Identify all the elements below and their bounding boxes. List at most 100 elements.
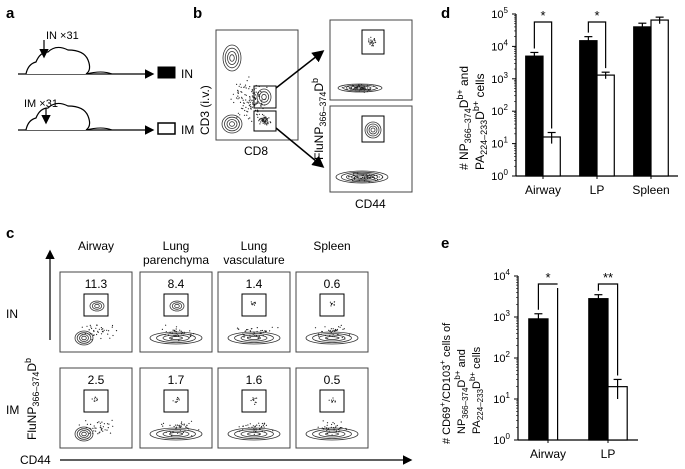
dot xyxy=(96,333,98,336)
dot xyxy=(376,87,378,89)
c-gate xyxy=(163,389,189,413)
dot xyxy=(261,103,263,105)
dot xyxy=(102,328,104,330)
pop-cd3-positive xyxy=(224,47,240,69)
dot xyxy=(237,328,239,330)
dot xyxy=(338,333,340,335)
significance-mark: * xyxy=(594,8,599,23)
dot xyxy=(246,101,248,103)
c-gate xyxy=(319,293,345,317)
dot xyxy=(264,98,266,100)
dot xyxy=(254,397,256,399)
c-flow-plot xyxy=(59,271,133,353)
dot xyxy=(251,99,253,101)
dot xyxy=(106,423,109,425)
y-tick-base: 10 xyxy=(491,41,503,53)
dot xyxy=(265,123,267,125)
dot xyxy=(96,399,98,402)
dot xyxy=(93,400,95,402)
dot xyxy=(251,426,253,428)
y-tick-base: 10 xyxy=(491,106,503,118)
c-flow-plot xyxy=(295,271,369,353)
y-tick-base: 10 xyxy=(491,139,503,151)
tet-plot-top xyxy=(329,19,413,101)
dot xyxy=(361,174,363,176)
dot xyxy=(350,87,352,89)
dot xyxy=(257,116,259,118)
mouse-in-tail-icon xyxy=(85,71,113,75)
dot xyxy=(252,303,254,305)
b-cd44-axis-label: CD44 xyxy=(355,197,386,211)
dot xyxy=(266,124,268,126)
dot xyxy=(181,433,183,435)
pop-cd3-positive xyxy=(227,51,237,65)
dot xyxy=(235,97,238,99)
dot xyxy=(376,175,378,177)
dot xyxy=(329,335,331,337)
route-im-label: IM ×31 xyxy=(24,98,58,110)
bar-in xyxy=(588,298,609,441)
dot xyxy=(241,97,243,100)
dot xyxy=(112,334,114,337)
dot xyxy=(368,40,370,42)
dot xyxy=(373,38,375,40)
dot xyxy=(362,177,364,179)
dot xyxy=(252,96,254,98)
c-tet-positive-pop xyxy=(169,300,185,312)
dot xyxy=(237,92,239,94)
dot xyxy=(246,114,248,116)
dot xyxy=(239,83,241,85)
dot xyxy=(249,96,251,98)
dot xyxy=(240,107,243,109)
dot xyxy=(100,327,102,329)
dot xyxy=(371,174,373,176)
dot xyxy=(198,429,200,431)
dot xyxy=(245,94,247,96)
dot xyxy=(237,95,239,97)
dot xyxy=(362,87,364,90)
dot xyxy=(252,334,254,336)
dot xyxy=(250,399,252,402)
dot xyxy=(254,98,257,100)
c-tet-negative-pop xyxy=(81,335,87,341)
dot xyxy=(249,423,251,425)
dot xyxy=(246,80,248,82)
dot xyxy=(230,98,232,100)
dot xyxy=(249,86,251,88)
dot xyxy=(266,120,268,122)
dot xyxy=(253,331,255,333)
dot xyxy=(259,332,261,334)
dot xyxy=(98,421,100,423)
dot xyxy=(259,119,261,121)
dot xyxy=(99,431,101,433)
dot xyxy=(265,119,267,121)
y-tick-exp: 2 xyxy=(506,350,511,359)
dot xyxy=(338,337,340,339)
dot xyxy=(254,403,256,405)
dot xyxy=(350,88,352,90)
dot xyxy=(331,399,333,401)
pop-cd8-iv-positive xyxy=(261,93,267,101)
pop-tet-positive-bottom xyxy=(370,127,376,133)
dot xyxy=(331,401,333,403)
dot xyxy=(183,423,185,425)
y-label-part: # CD69 xyxy=(441,407,453,444)
dot xyxy=(243,86,245,88)
dot xyxy=(239,114,241,116)
y-label-part: + xyxy=(438,360,447,365)
dot xyxy=(317,426,319,428)
c-tet-negative-pop xyxy=(76,428,92,440)
dot xyxy=(91,327,93,330)
dot xyxy=(254,94,256,96)
dot xyxy=(260,117,262,120)
dot xyxy=(246,329,248,331)
dot xyxy=(268,117,270,119)
dot xyxy=(258,96,261,98)
dot xyxy=(375,180,377,182)
dot xyxy=(92,432,94,435)
dot xyxy=(352,84,354,86)
c-gate-value: 0.6 xyxy=(324,277,341,291)
dot xyxy=(86,325,88,327)
dot xyxy=(333,399,335,401)
dot xyxy=(85,420,87,422)
